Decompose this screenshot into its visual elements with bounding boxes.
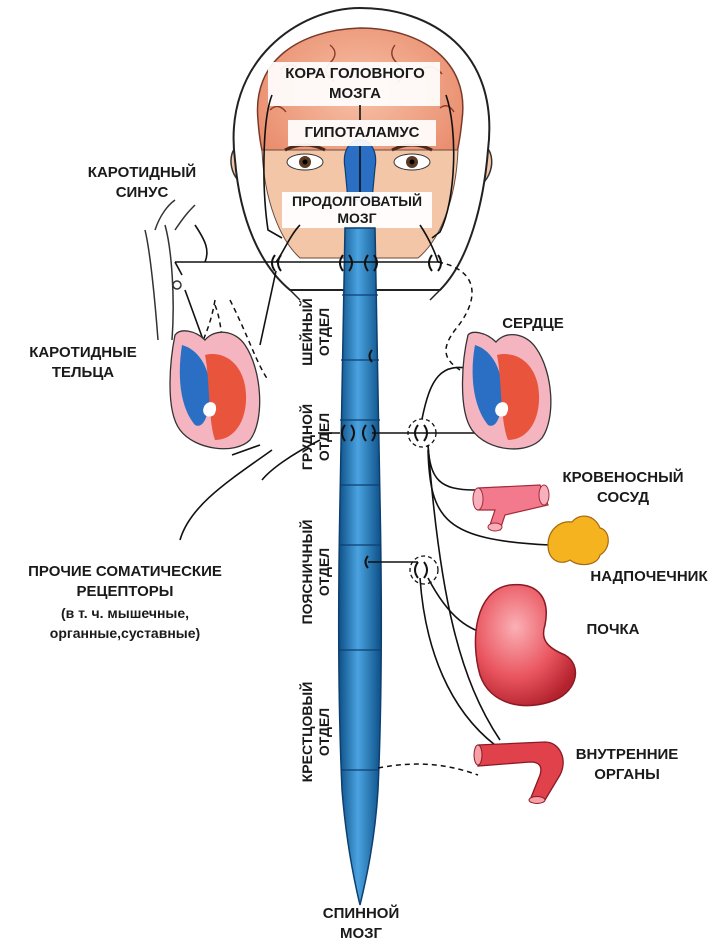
adrenal-label: НАДПОЧЕЧНИК — [590, 567, 708, 587]
other-receptors-note: (в т. ч. мышечные, органные,суставные) — [10, 603, 240, 643]
blood-vessel — [473, 485, 549, 531]
kidney — [475, 585, 575, 706]
spinal-cord-label: СПИННОЙ МОЗГ — [306, 904, 416, 944]
sacral-label: КРЕСТЦОВЫЙ ОТДЕЛ — [299, 672, 333, 792]
medulla-label: ПРОДОЛГОВАТЫЙ МОЗГ — [282, 193, 432, 227]
carotid-bodies-label: КАРОТИДНЫЕ ТЕЛЬЦА — [18, 343, 148, 383]
heart-right — [463, 332, 551, 449]
intestine — [474, 742, 563, 804]
right-eye — [394, 154, 430, 170]
kidney-label: ПОЧКА — [578, 620, 648, 640]
cortex-label: КОРА ГОЛОВНОГО МОЗГА — [272, 64, 438, 104]
blood-vessel-label: КРОВЕНОСНЫЙ СОСУД — [548, 468, 698, 508]
cervical-label: ШЕЙНЫЙ ОТДЕЛ — [299, 292, 333, 372]
adrenal-gland — [548, 516, 608, 565]
lumbar-label: ПОЯСНИЧНЫЙ ОТДЕЛ — [299, 512, 333, 632]
hypothalamus-label: ГИПОТАЛАМУС — [288, 123, 436, 143]
other-receptors-title: ПРОЧИЕ СОМАТИЧЕСКИЕ РЕЦЕПТОРЫ — [10, 562, 240, 602]
carotid-sinus-label: КАРОТИДНЫЙ СИНУС — [72, 163, 212, 203]
heart-left — [170, 331, 260, 449]
internal-organs-label: ВНУТРЕННИЕ ОРГАНЫ — [562, 745, 692, 785]
carotid-artery — [145, 200, 195, 340]
spinal-cord — [339, 228, 382, 905]
thoracic-label: ГРУДНОЙ ОТДЕЛ — [299, 397, 333, 477]
heart-label: СЕРДЦЕ — [488, 314, 578, 334]
left-eye — [287, 154, 323, 170]
spinal-cord-body — [339, 228, 382, 905]
